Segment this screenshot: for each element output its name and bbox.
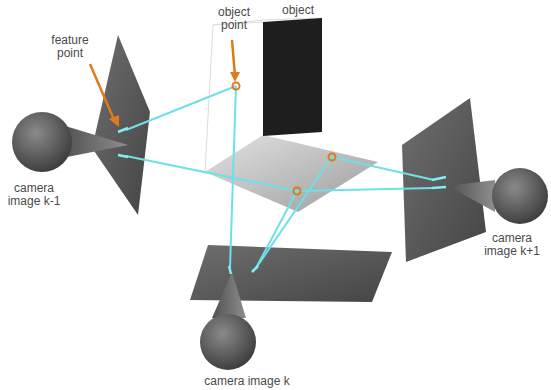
projection-rays [126, 86, 434, 268]
object-points [233, 83, 336, 195]
object-point-label: object point [206, 6, 262, 32]
camera-k [190, 245, 392, 370]
feature-points [118, 128, 446, 274]
leader-arrows [90, 40, 240, 127]
camera-k-plus-1 [402, 98, 548, 262]
feature-point-label: feature point [42, 34, 98, 60]
camera-label: camera image k+1 [480, 232, 544, 258]
camera-label: camera image k-1 [2, 182, 66, 208]
camera-label: camera image k [187, 375, 307, 388]
object-label: object [268, 4, 328, 17]
object-black-face [263, 18, 322, 136]
